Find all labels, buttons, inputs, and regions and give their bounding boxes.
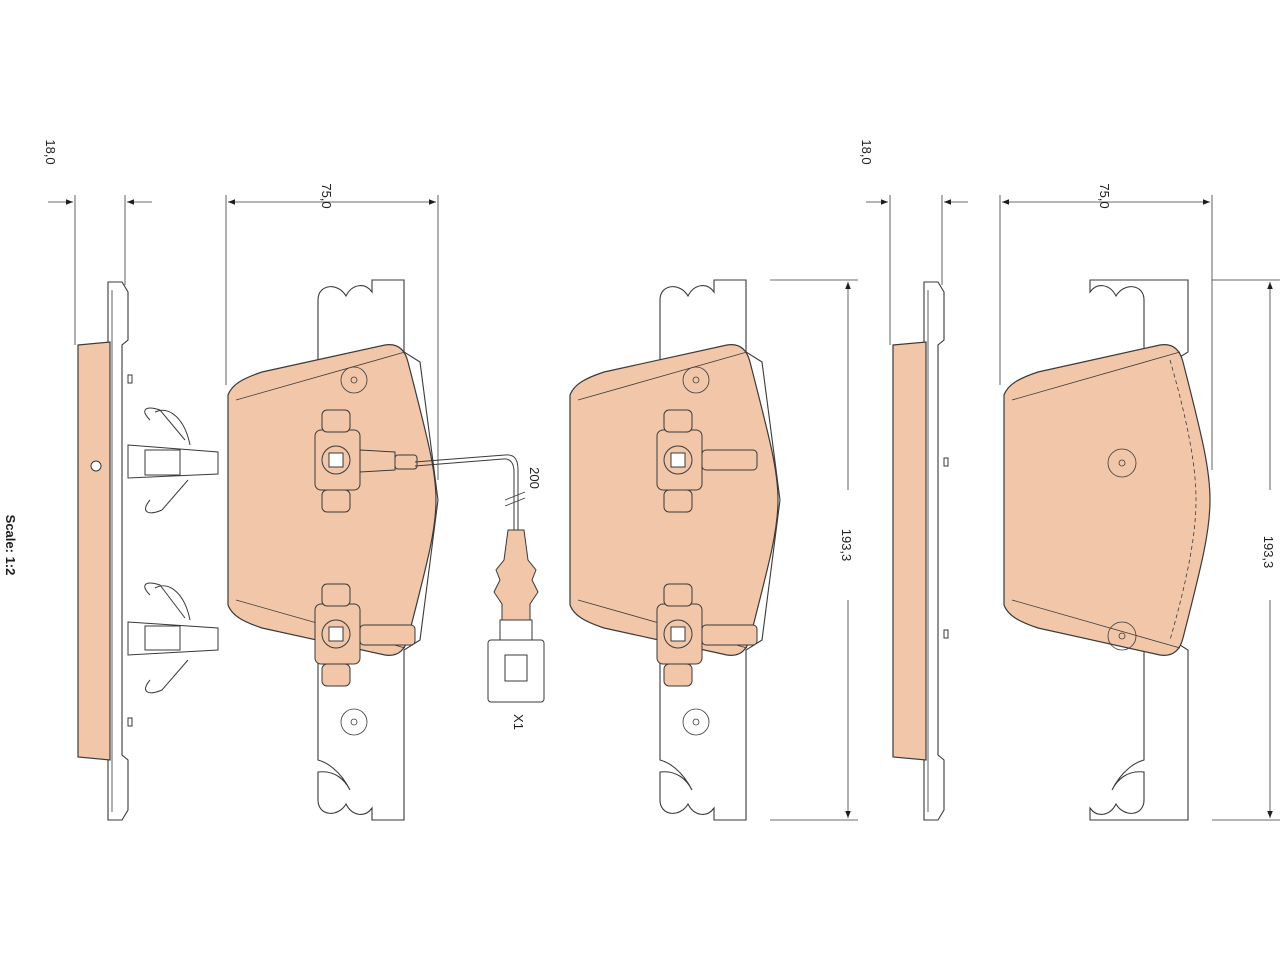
front-view-middle: 193,3 xyxy=(569,279,858,821)
front-view-right: 75,0 193,3 xyxy=(999,183,1280,821)
height-dimension-right: 193,3 xyxy=(1261,536,1276,569)
connector-label: X1 xyxy=(511,714,526,730)
thickness-dimension-right: 18,0 xyxy=(859,139,874,164)
width-dimension-right: 75,0 xyxy=(1097,183,1112,208)
scale-label: Scale: 1:2 xyxy=(3,515,18,576)
side-view-left: 18,0 xyxy=(43,139,219,821)
side-view-right: 18,0 xyxy=(859,139,968,821)
cable-length-label: 200 xyxy=(527,467,542,489)
front-view-left: 75,0 200 xyxy=(225,183,545,821)
height-dimension-middle: 193,3 xyxy=(839,529,854,562)
width-dimension-left: 75,0 xyxy=(319,183,334,208)
thickness-dimension-left: 18,0 xyxy=(43,139,58,164)
